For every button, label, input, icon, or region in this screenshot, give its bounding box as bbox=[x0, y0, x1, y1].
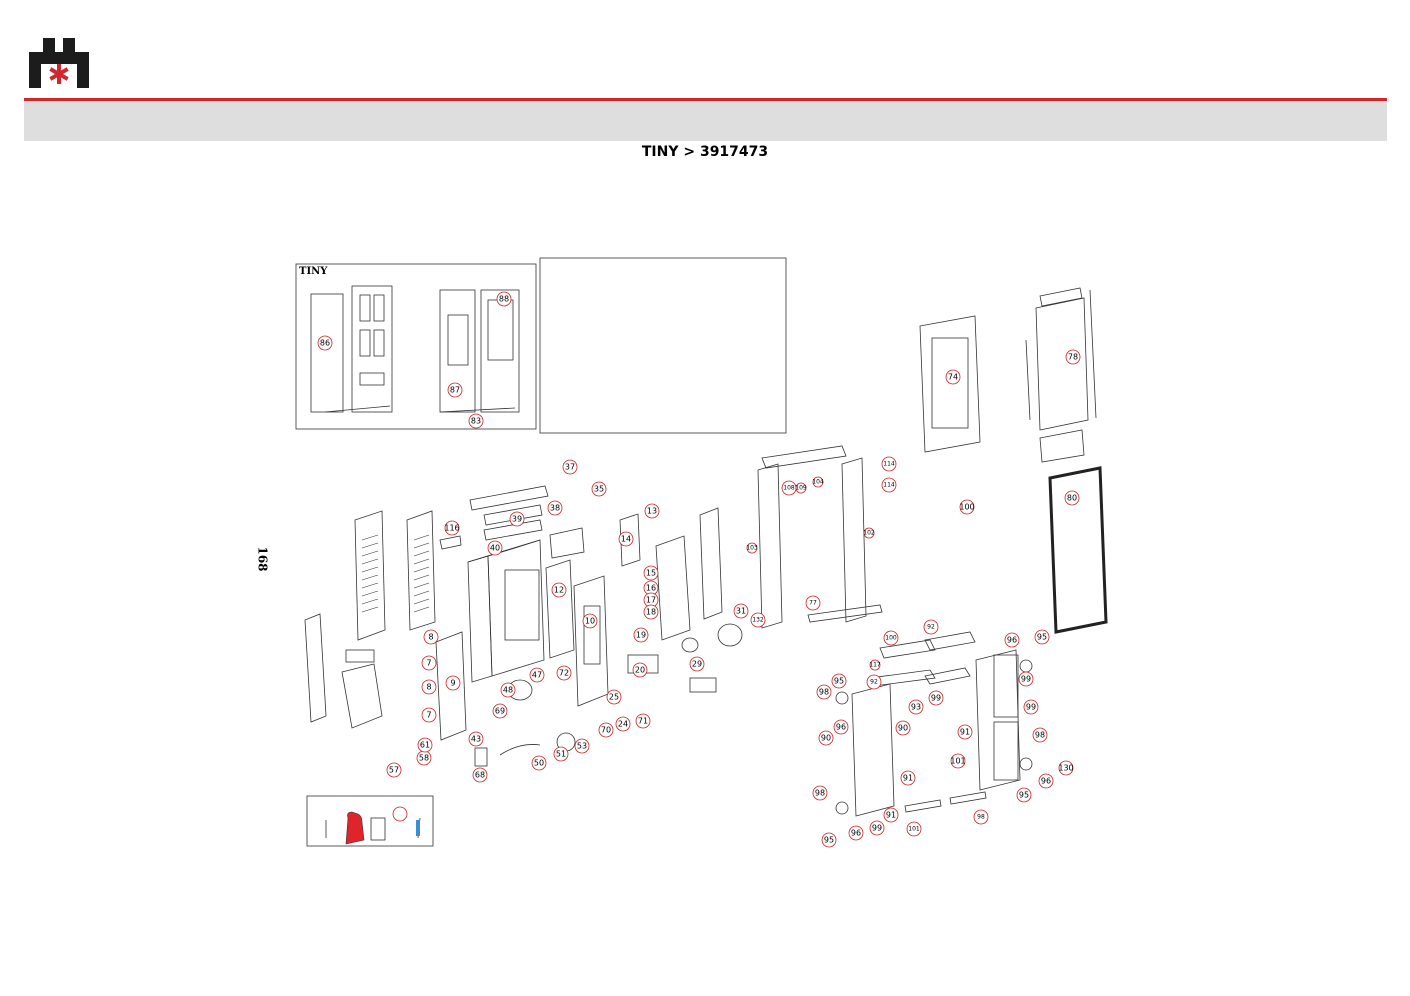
callout-label: 95 bbox=[834, 677, 844, 686]
callout-label: 104 bbox=[812, 479, 824, 486]
callout-label: 8 bbox=[426, 683, 431, 692]
callout-label: 96 bbox=[1007, 636, 1017, 645]
callout-label: 100 bbox=[959, 503, 974, 512]
callout-label: 99 bbox=[1021, 675, 1031, 684]
callout-label: 35 bbox=[594, 485, 604, 494]
callout-label: 70 bbox=[601, 726, 611, 735]
callout-label: 98 bbox=[815, 789, 825, 798]
callout-label: 18 bbox=[646, 608, 656, 617]
callout-label: 12 bbox=[554, 586, 564, 595]
callout-label: 87 bbox=[450, 386, 460, 395]
callout-label: 9 bbox=[450, 679, 455, 688]
callout-label: 96 bbox=[851, 829, 861, 838]
callout-label: 78 bbox=[1068, 353, 1078, 362]
callout-label: 68 bbox=[475, 771, 485, 780]
callout-label: 48 bbox=[503, 686, 513, 695]
callout-label: 39 bbox=[512, 515, 522, 524]
callout-label: 114 bbox=[883, 482, 895, 489]
callout-label: 99 bbox=[872, 824, 882, 833]
callout-label: 102 bbox=[863, 530, 875, 537]
callout-label: 99 bbox=[1026, 703, 1036, 712]
callout-label: 98 bbox=[819, 688, 829, 697]
callout-label: 86 bbox=[320, 339, 330, 348]
callout-label: 92 bbox=[870, 679, 878, 686]
callout-label: 88 bbox=[499, 295, 509, 304]
callout-label: 69 bbox=[495, 707, 505, 716]
callout-label: 109 bbox=[795, 485, 807, 492]
callout-label: 90 bbox=[898, 724, 908, 733]
callout-label: 51 bbox=[556, 750, 566, 759]
callout-label: 98 bbox=[977, 814, 985, 821]
callout-label: 61 bbox=[420, 741, 430, 750]
callout-label: 71 bbox=[638, 717, 648, 726]
callout-label: 37 bbox=[565, 463, 575, 472]
callout-label: 95 bbox=[1037, 633, 1047, 642]
page-title: TINY > 3917473 bbox=[641, 144, 769, 160]
callout-label: 40 bbox=[490, 544, 500, 553]
callout-label: 114 bbox=[883, 461, 895, 468]
callout-label: 101 bbox=[908, 826, 920, 833]
callout-label: 57 bbox=[389, 766, 399, 775]
accessories-box bbox=[306, 795, 434, 847]
callout-label: 72 bbox=[559, 669, 569, 678]
callout-label: 98 bbox=[1035, 731, 1045, 740]
callout-label: 53 bbox=[577, 742, 587, 751]
callout-label: 91 bbox=[960, 728, 970, 737]
callout-label: 103 bbox=[746, 545, 758, 552]
callout-label: 24 bbox=[618, 720, 628, 729]
callout-label: 92 bbox=[927, 624, 935, 631]
callout-label: 117 bbox=[869, 662, 881, 669]
callout-label: 93 bbox=[911, 703, 921, 712]
callout-label: 77 bbox=[809, 600, 817, 607]
callout-label: 47 bbox=[532, 671, 542, 680]
callout-label: 96 bbox=[1041, 777, 1051, 786]
callout-label: 50 bbox=[534, 759, 544, 768]
callout-label: 17 bbox=[646, 596, 656, 605]
callout-label: 43 bbox=[471, 735, 481, 744]
callout-label: 108 bbox=[783, 485, 795, 492]
callout-label: 25 bbox=[609, 693, 619, 702]
callout-label: 95 bbox=[824, 836, 834, 845]
callout-label: 15 bbox=[646, 569, 656, 578]
callout-label: 91 bbox=[886, 811, 896, 820]
header-red-rule bbox=[24, 98, 1387, 101]
callout-label: 96 bbox=[836, 723, 846, 732]
callout-label: 13 bbox=[647, 507, 657, 516]
inset-label: TINY bbox=[299, 266, 328, 277]
callout-label: 16 bbox=[646, 584, 656, 593]
callout-label: 38 bbox=[550, 504, 560, 513]
callout-label: 74 bbox=[948, 373, 958, 382]
callout-label: 116 bbox=[444, 524, 459, 533]
callout-label: 130 bbox=[1058, 764, 1073, 773]
callout-label: 7 bbox=[426, 711, 431, 720]
company-logo-icon bbox=[29, 38, 89, 88]
callout-label: 90 bbox=[821, 734, 831, 743]
callout-label: 80 bbox=[1067, 494, 1077, 503]
callout-label: 29 bbox=[692, 660, 702, 669]
blank-box bbox=[539, 257, 787, 434]
callout-label: 101 bbox=[950, 757, 965, 766]
header-grey-band bbox=[24, 101, 1387, 141]
callout-label: 83 bbox=[471, 417, 481, 426]
callout-label: 19 bbox=[636, 631, 646, 640]
inset-box bbox=[295, 263, 537, 430]
callout-label: 132 bbox=[752, 617, 764, 624]
callout-label: 7 bbox=[426, 659, 431, 668]
callout-label: 58 bbox=[419, 754, 429, 763]
callout-label: 100 bbox=[885, 635, 897, 642]
callout-label: 14 bbox=[621, 535, 631, 544]
callout-label: 31 bbox=[736, 607, 746, 616]
callout-label: 91 bbox=[903, 774, 913, 783]
callout-label: 99 bbox=[931, 694, 941, 703]
callout-label: 95 bbox=[1019, 791, 1029, 800]
callout-label: 8 bbox=[428, 633, 433, 642]
callout-label: 20 bbox=[635, 666, 645, 675]
callout-label: 10 bbox=[585, 617, 595, 626]
